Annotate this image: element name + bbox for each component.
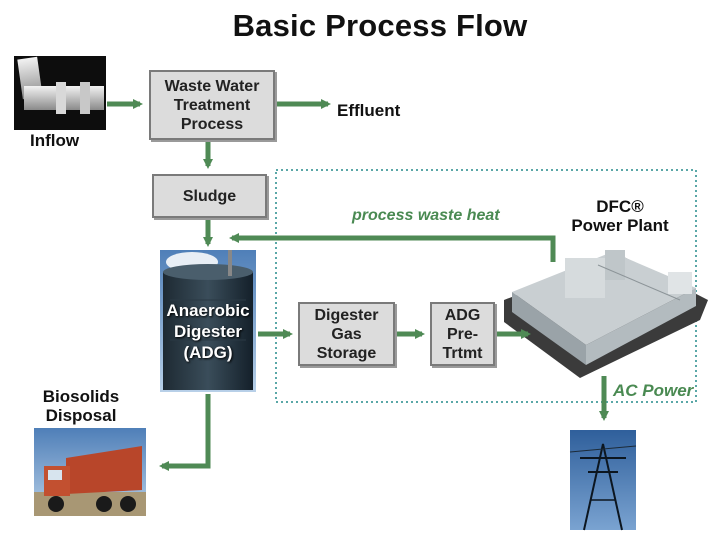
diagram-title: Basic Process Flow [232, 8, 528, 43]
dfc-boundary [275, 169, 697, 403]
biosolids-disposal-label: Biosolids Disposal [42, 387, 120, 425]
flow-arrows [107, 99, 609, 471]
inflow-pipe-image [14, 56, 106, 130]
arrow-waste-heat [229, 233, 556, 262]
sludge-box: Sludge [152, 174, 267, 218]
inflow-label: Inflow [30, 131, 80, 150]
power-plant-image [504, 250, 708, 378]
ac-power-label: AC Power [613, 381, 694, 400]
effluent-label: Effluent [337, 101, 401, 120]
digester-gas-storage-box: Digester Gas Storage [298, 302, 395, 366]
digester-tank-image [160, 250, 256, 392]
dump-truck-image [34, 428, 146, 516]
dfc-power-plant-label: DFC® Power Plant [571, 197, 669, 235]
process-waste-heat-label: process waste heat [352, 207, 500, 224]
wastewater-treatment-box: Waste Water Treatment Process [149, 70, 275, 140]
adg-pretreatment-box: ADG Pre- Trtmt [430, 302, 495, 366]
power-tower-image [569, 430, 637, 531]
arrow-digester-to-biosolids [159, 394, 211, 471]
anaerobic-digester-label: Anaerobic Digester (ADG) [166, 301, 250, 362]
